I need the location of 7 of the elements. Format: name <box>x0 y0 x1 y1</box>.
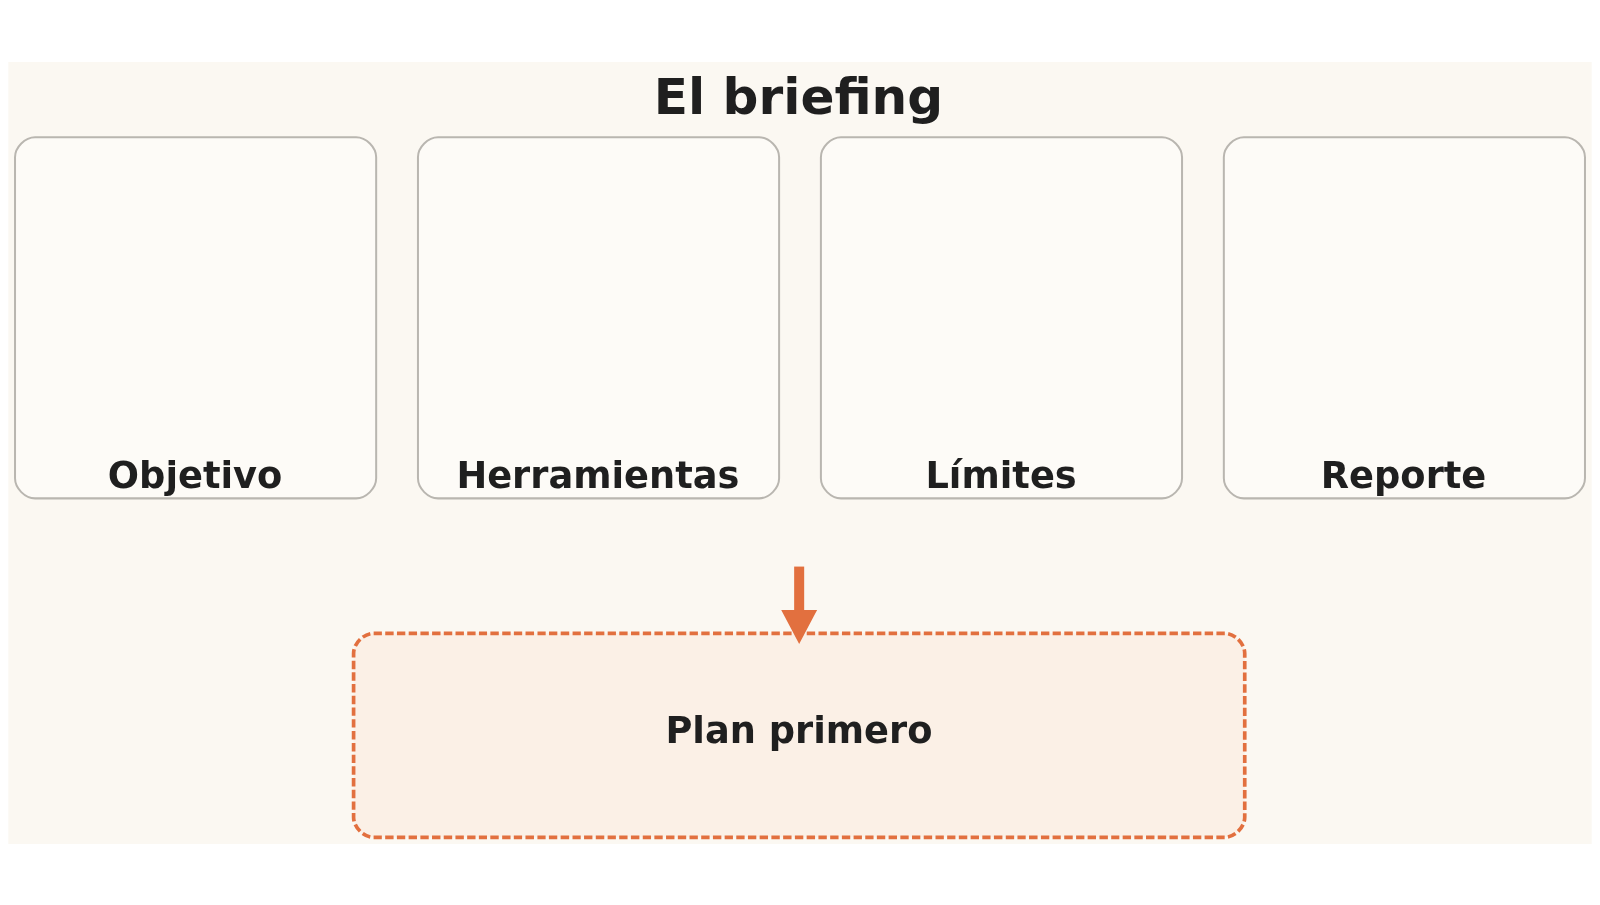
diagram-title: El briefing <box>653 66 944 126</box>
node-box: Plan primero <box>351 631 1247 839</box>
node-box: Objetivo <box>14 135 378 499</box>
arrow <box>781 566 818 644</box>
node-box: Reporte <box>1222 135 1586 499</box>
node-box: Límites <box>819 135 1184 499</box>
node-box: Herramientas <box>416 135 781 499</box>
